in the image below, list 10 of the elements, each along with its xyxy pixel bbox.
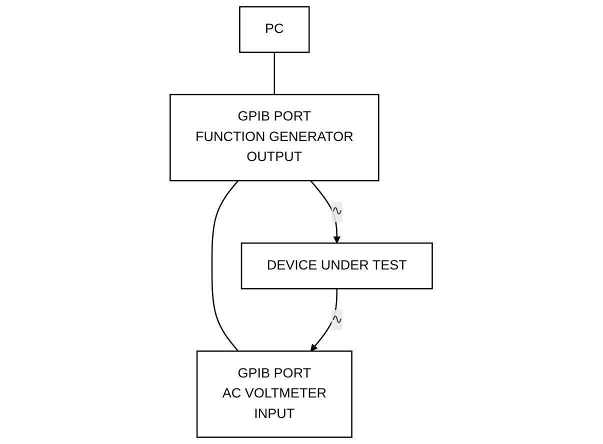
node-box: GPIB PORT AC VOLTMETER INPUT (196, 350, 353, 438)
node-box: DEVICE UNDER TEST (241, 242, 434, 290)
node-box: PC (239, 6, 310, 53)
arrow (310, 288, 338, 352)
connector (212, 180, 239, 352)
node-box: GPIB PORT FUNCTION GENERATOR OUTPUT (170, 94, 380, 182)
arrow (310, 180, 341, 244)
connector (274, 52, 276, 95)
edge-label: ∿ (332, 204, 343, 219)
edge-label: ∿ (332, 312, 343, 327)
